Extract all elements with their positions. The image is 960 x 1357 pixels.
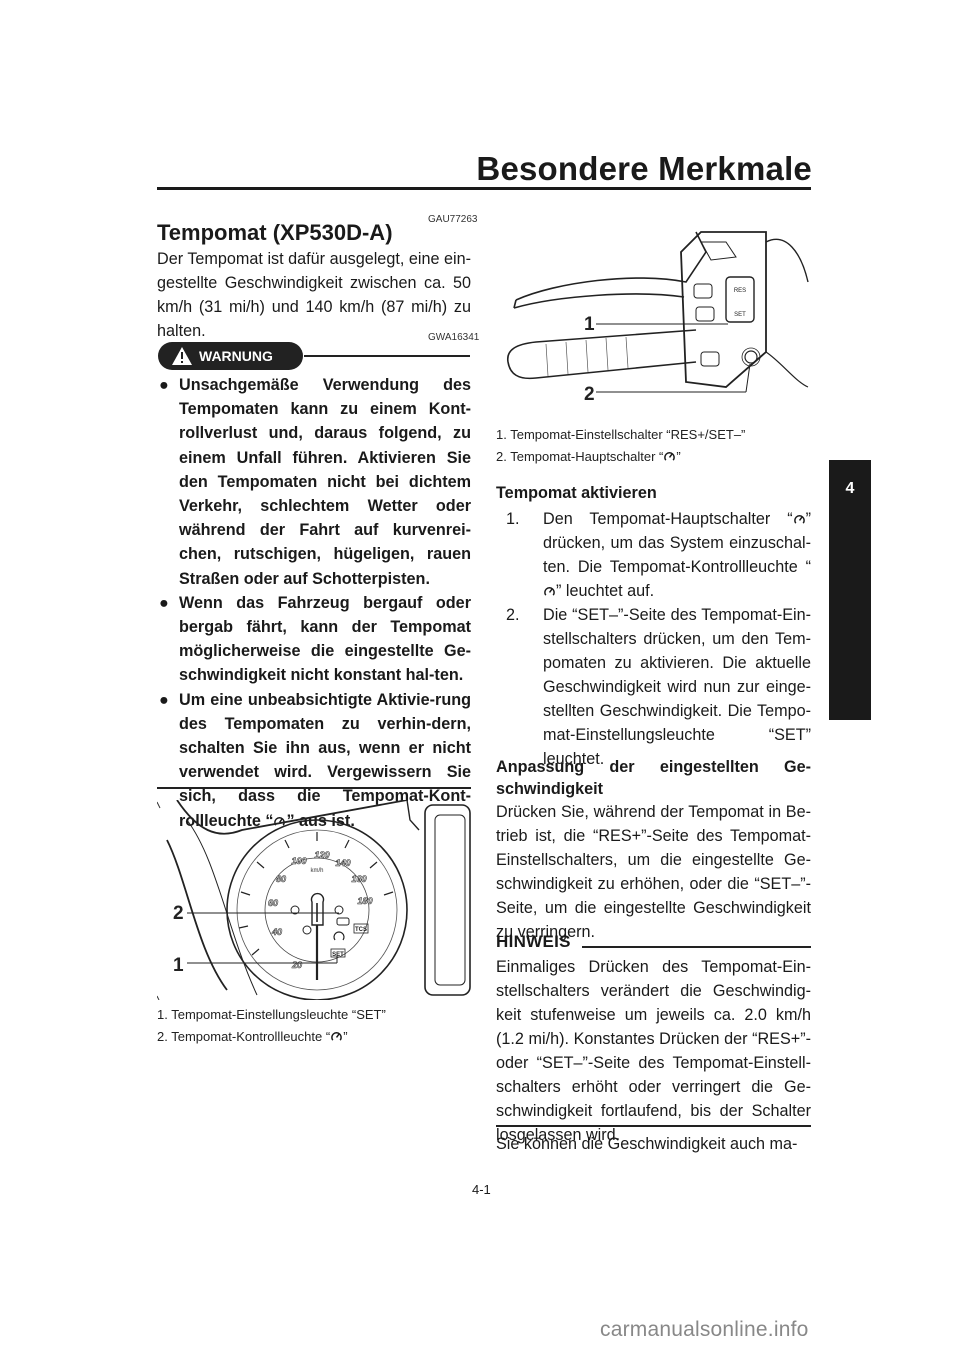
tcs-label: TCS bbox=[355, 927, 367, 933]
warning-triangle-icon bbox=[172, 347, 192, 365]
speed-label: 120 bbox=[314, 850, 329, 860]
cruise-indicator-icon bbox=[664, 452, 676, 461]
list-item: 2. Die “SET–”-Seite des Tempomat-Ein-ste… bbox=[496, 603, 811, 771]
speed-unit: km/h bbox=[310, 868, 323, 874]
note-end-rule bbox=[496, 1125, 811, 1127]
warning-item-text: Wenn das Fahrzeug bergauf oder bergab fä… bbox=[179, 593, 471, 685]
cruise-indicator-icon bbox=[331, 1032, 343, 1041]
cruise-indicator-icon bbox=[793, 515, 805, 524]
speed-label: 40 bbox=[271, 927, 282, 937]
warning-item: ● Wenn das Fahrzeug bergauf oder bergab … bbox=[157, 591, 471, 688]
trailing-paragraph: Sie können die Geschwindigkeit auch ma- bbox=[496, 1135, 798, 1153]
warning-label: WARNUNG bbox=[199, 348, 273, 364]
warning-item: ● Unsachgemäße Verwendung des Tempomaten… bbox=[157, 373, 471, 591]
speed-label: 20 bbox=[291, 960, 302, 970]
note-label: HINWEIS bbox=[496, 932, 571, 951]
step-number: 1. bbox=[506, 510, 520, 528]
note-paragraph: Einmaliges Drücken des Tempomat-Ein-stel… bbox=[496, 958, 811, 1144]
chapter-tab: 4 bbox=[829, 460, 871, 720]
page-number: 4-1 bbox=[472, 1182, 491, 1197]
figure-left-caption-2: 2. Tempomat-Kontrollleuchte “” bbox=[157, 1029, 348, 1044]
warning-item-text: Unsachgemäße Verwendung des Tempomaten k… bbox=[179, 376, 471, 588]
warning-code: GWA16341 bbox=[428, 332, 480, 343]
activate-heading: Tempomat aktivieren bbox=[496, 484, 657, 502]
section-code: GAU77263 bbox=[428, 214, 478, 225]
set-label: SET bbox=[734, 312, 746, 318]
intro-paragraph: Der Tempomat ist dafür ausgelegt, eine e… bbox=[157, 250, 471, 340]
header-divider bbox=[157, 187, 811, 190]
callout-number: 1 bbox=[584, 314, 595, 335]
activate-steps: 1. Den Tempomat-Hauptschalter “” drücken… bbox=[496, 507, 811, 771]
res-label: RES bbox=[734, 288, 746, 294]
speed-label: 160 bbox=[351, 874, 366, 884]
watermark: carmanualsonline.info bbox=[600, 1318, 809, 1341]
callout-number: 2 bbox=[173, 903, 184, 924]
set-label: SET bbox=[332, 952, 344, 958]
callout-number: 2 bbox=[584, 384, 595, 405]
bullet-icon: ● bbox=[159, 593, 169, 612]
bullet-icon: ● bbox=[159, 376, 169, 394]
figure-right-caption-1: 1. Tempomat-Einstellschalter “RES+/SET–” bbox=[496, 427, 746, 442]
step-text: Den Tempomat-Hauptschalter “” drücken, u… bbox=[543, 510, 811, 600]
chapter-number: 4 bbox=[845, 480, 855, 497]
warning-rule bbox=[304, 355, 470, 357]
bullet-icon: ● bbox=[159, 690, 169, 709]
list-item: 1. Den Tempomat-Hauptschalter “” drücken… bbox=[496, 507, 811, 603]
handlebar-switch-illustration: RES SET 1 2 bbox=[507, 231, 809, 405]
page-title: Besondere Merkmale bbox=[476, 150, 812, 187]
figure-left-caption-1: 1. Tempomat-Einstellungsleuchte “SET” bbox=[157, 1007, 386, 1022]
adjust-heading: Anpassung der eingestellten Ge-schwindig… bbox=[496, 758, 811, 798]
speedometer-illustration: 20 40 60 80 100 120 140 160 180 km/h TCS… bbox=[157, 800, 471, 1000]
warning-list: ● Unsachgemäße Verwendung des Tempomaten… bbox=[157, 373, 471, 833]
cruise-indicator-icon bbox=[544, 587, 555, 596]
warning-badge: WARNUNG bbox=[158, 342, 303, 370]
figure-right-caption-2: 2. Tempomat-Hauptschalter “” bbox=[496, 449, 681, 464]
speed-label: 140 bbox=[335, 858, 350, 868]
speed-label: 100 bbox=[291, 856, 306, 866]
adjust-paragraph: Drücken Sie, während der Tempomat in Be-… bbox=[496, 803, 811, 941]
speed-label: 60 bbox=[268, 898, 278, 908]
step-number: 2. bbox=[506, 606, 520, 624]
section-title: Tempomat (XP530D-A) bbox=[157, 220, 393, 245]
speed-label: 180 bbox=[357, 896, 372, 906]
callout-number: 1 bbox=[173, 955, 184, 976]
step-text: Die “SET–”-Seite des Tempomat-Ein-stells… bbox=[543, 606, 811, 768]
note-rule bbox=[582, 946, 811, 948]
warning-end-rule bbox=[157, 787, 471, 789]
speed-label: 80 bbox=[276, 874, 286, 884]
